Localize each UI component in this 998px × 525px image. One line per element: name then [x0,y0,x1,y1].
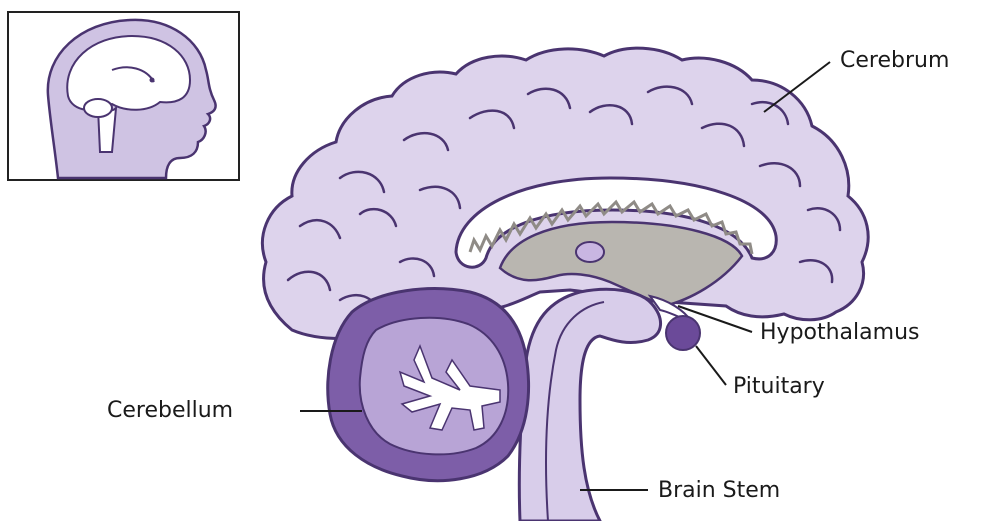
cerebrum-label: Cerebrum [840,50,949,72]
pituitary-leader [696,346,726,385]
pituitary-label: Pituitary [733,376,825,398]
hypothalamus-label: Hypothalamus [760,322,919,344]
thalamus-dot [576,242,604,262]
pituitary-gland [666,316,700,350]
inset-cerebellum [84,99,112,117]
head-inset [8,12,239,180]
cerebellum-label: Cerebellum [107,400,233,422]
brain-stem [519,289,660,521]
inset-pituitary-dot [150,78,155,83]
brain-stem-label: Brain Stem [658,480,780,502]
